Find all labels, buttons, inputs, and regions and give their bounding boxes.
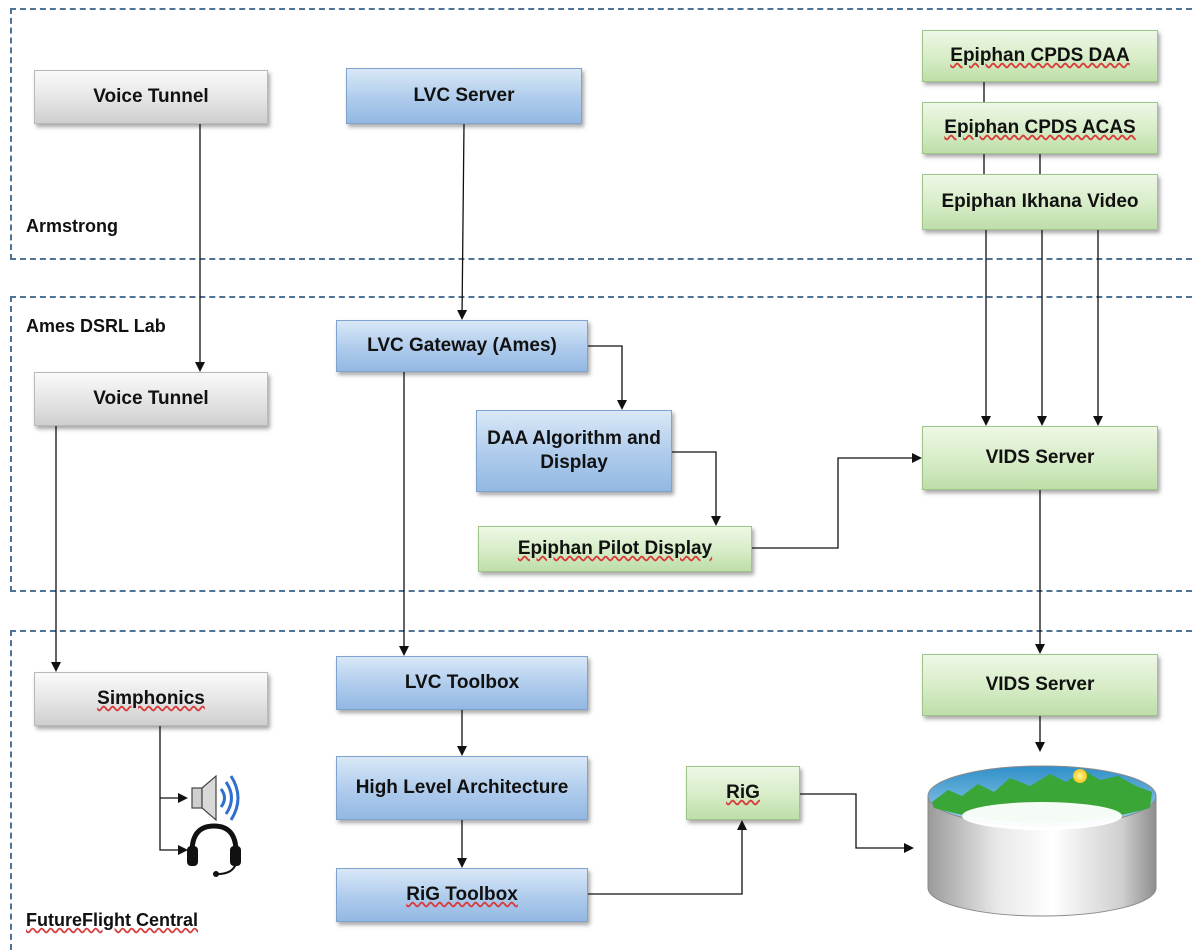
voice-tunnel-ames: Voice Tunnel [34, 372, 268, 426]
edge-gateway-to-daa [588, 345, 627, 410]
edge-pilot-display-to-vids [752, 453, 922, 549]
epiphan-pilot-display-label: Epiphan Pilot Display [517, 538, 713, 560]
zone-label-ffc-text: FutureFlight Central [26, 910, 198, 930]
edge-daa-to-pilot-display [672, 451, 721, 526]
simphonics-label: Simphonics [97, 688, 205, 710]
epiphan-cpds-acas: Epiphan CPDS ACAS [922, 102, 1158, 154]
rig-label: RiG [726, 782, 760, 804]
edge-simphonics-to-speaker [159, 726, 188, 803]
lvc-server: LVC Server [346, 68, 582, 124]
edge-simphonics-to-headset [159, 798, 188, 855]
rig-toolbox-label: RiG Toolbox [406, 884, 518, 906]
vids-server-ffc: VIDS Server [922, 654, 1158, 716]
zone-label-armstrong: Armstrong [26, 216, 119, 236]
edge-rig-toolbox-to-rig [588, 820, 747, 895]
epiphan-cpds-acas-label: Epiphan CPDS ACAS [944, 117, 1136, 139]
epiphan-ikhana-video-label: Epiphan Ikhana Video [941, 191, 1139, 213]
rig: RiG [686, 766, 800, 820]
rig-toolbox: RiG Toolbox [336, 868, 588, 922]
edge-lvc-server-to-gateway [457, 123, 468, 320]
zone-futureflight-central [10, 630, 1192, 950]
epiphan-pilot-display: Epiphan Pilot Display [478, 526, 752, 572]
edge-rig-to-display [800, 793, 914, 853]
panoramic-display-icon [927, 765, 1157, 917]
zone-ames-dsrl-lab [10, 296, 1192, 592]
speaker-icon [191, 774, 240, 822]
lvc-gateway-ames: LVC Gateway (Ames) [336, 320, 588, 372]
epiphan-cpds-daa-label: Epiphan CPDS DAA [950, 45, 1130, 67]
simphonics: Simphonics [34, 672, 268, 726]
zone-label-ffc: FutureFlight Central [26, 910, 198, 931]
voice-tunnel-armstrong: Voice Tunnel [34, 70, 268, 124]
epiphan-cpds-daa: Epiphan CPDS DAA [922, 30, 1158, 82]
vids-server-ames: VIDS Server [922, 426, 1158, 490]
daa-algorithm-and-display: DAA Algorithm and Display [476, 410, 672, 492]
high-level-architecture: High Level Architecture [336, 756, 588, 820]
zone-label-ames: Ames DSRL Lab [26, 316, 166, 336]
zone-armstrong [10, 8, 1192, 260]
lvc-toolbox: LVC Toolbox [336, 656, 588, 710]
headset-icon [187, 823, 241, 877]
epiphan-ikhana-video: Epiphan Ikhana Video [922, 174, 1158, 230]
